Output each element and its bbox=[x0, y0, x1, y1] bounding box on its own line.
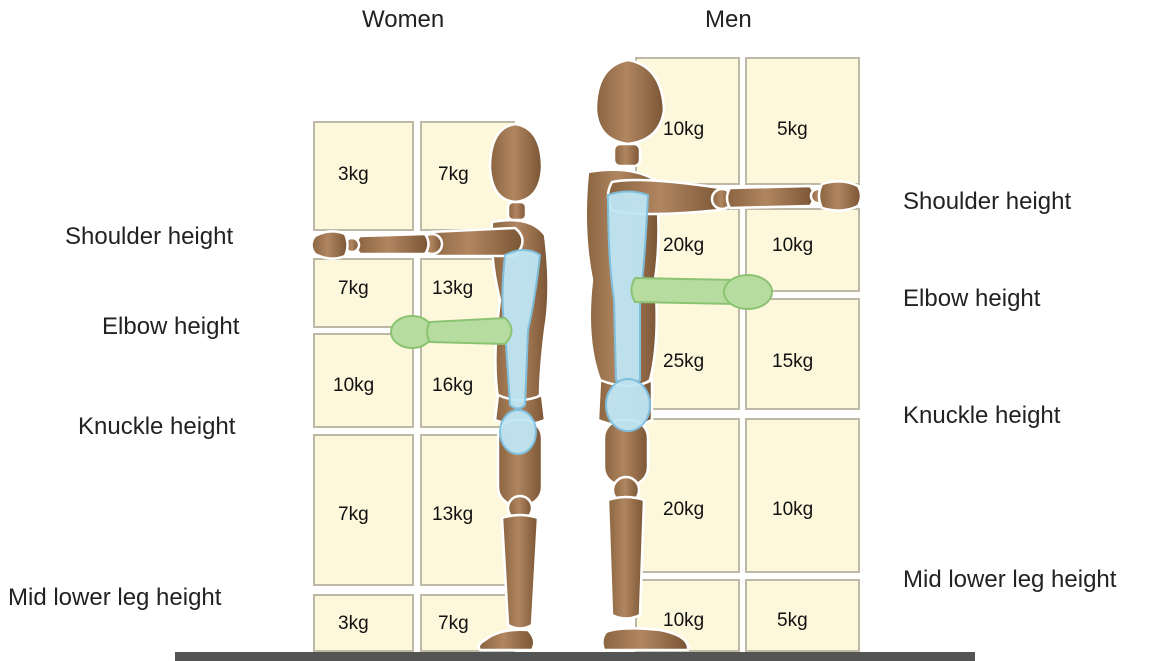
men-weight-shoulder-elbow-right: 10kg bbox=[772, 236, 813, 255]
women-weight-knuckle-midleg-right: 13kg bbox=[432, 505, 473, 524]
men-weight-elbow-knuckle-left: 25kg bbox=[663, 352, 704, 371]
women-weight-below-midleg-left: 3kg bbox=[338, 614, 369, 633]
men-weight-shoulder-elbow-left: 20kg bbox=[663, 236, 704, 255]
women-weight-knuckle-midleg-left: 7kg bbox=[338, 505, 369, 524]
women-weight-above-shoulder-right: 7kg bbox=[438, 165, 469, 184]
men-weight-above-shoulder-left: 10kg bbox=[663, 120, 704, 139]
men-weight-knuckle-midleg-left: 20kg bbox=[663, 500, 704, 519]
men-weight-below-midleg-left: 10kg bbox=[663, 611, 704, 630]
women-weight-shoulder-elbow-right: 13kg bbox=[432, 279, 473, 298]
women-weight-elbow-knuckle-right: 16kg bbox=[432, 376, 473, 395]
men-weight-knuckle-midleg-right: 10kg bbox=[772, 500, 813, 519]
floor-line bbox=[175, 652, 975, 661]
women-weight-below-midleg-right: 7kg bbox=[438, 614, 469, 633]
women-weight-elbow-knuckle-left: 10kg bbox=[333, 376, 374, 395]
women-weight-above-shoulder-left: 3kg bbox=[338, 165, 369, 184]
men-weight-elbow-knuckle-right: 15kg bbox=[772, 352, 813, 371]
women-weight-shoulder-elbow-left: 7kg bbox=[338, 279, 369, 298]
men-weight-below-midleg-right: 5kg bbox=[777, 611, 808, 630]
men-weight-above-shoulder-right: 5kg bbox=[777, 120, 808, 139]
women-arm-highlight bbox=[391, 316, 512, 348]
